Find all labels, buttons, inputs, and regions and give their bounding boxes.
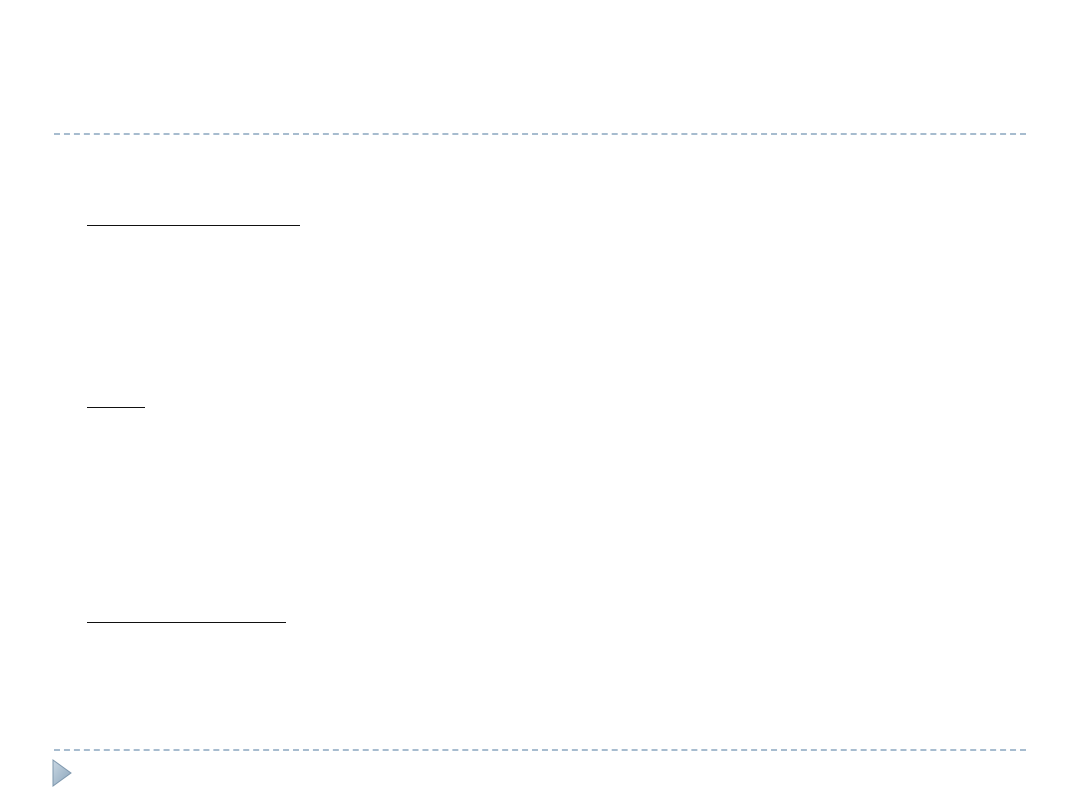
heading-underline-3 (87, 622, 286, 623)
footer-divider (54, 749, 1026, 751)
header-divider (54, 133, 1026, 135)
next-slide-button[interactable] (52, 759, 72, 787)
heading-underline-1 (87, 225, 300, 226)
triangle-right-icon (52, 759, 72, 787)
heading-underline-2 (87, 407, 145, 408)
